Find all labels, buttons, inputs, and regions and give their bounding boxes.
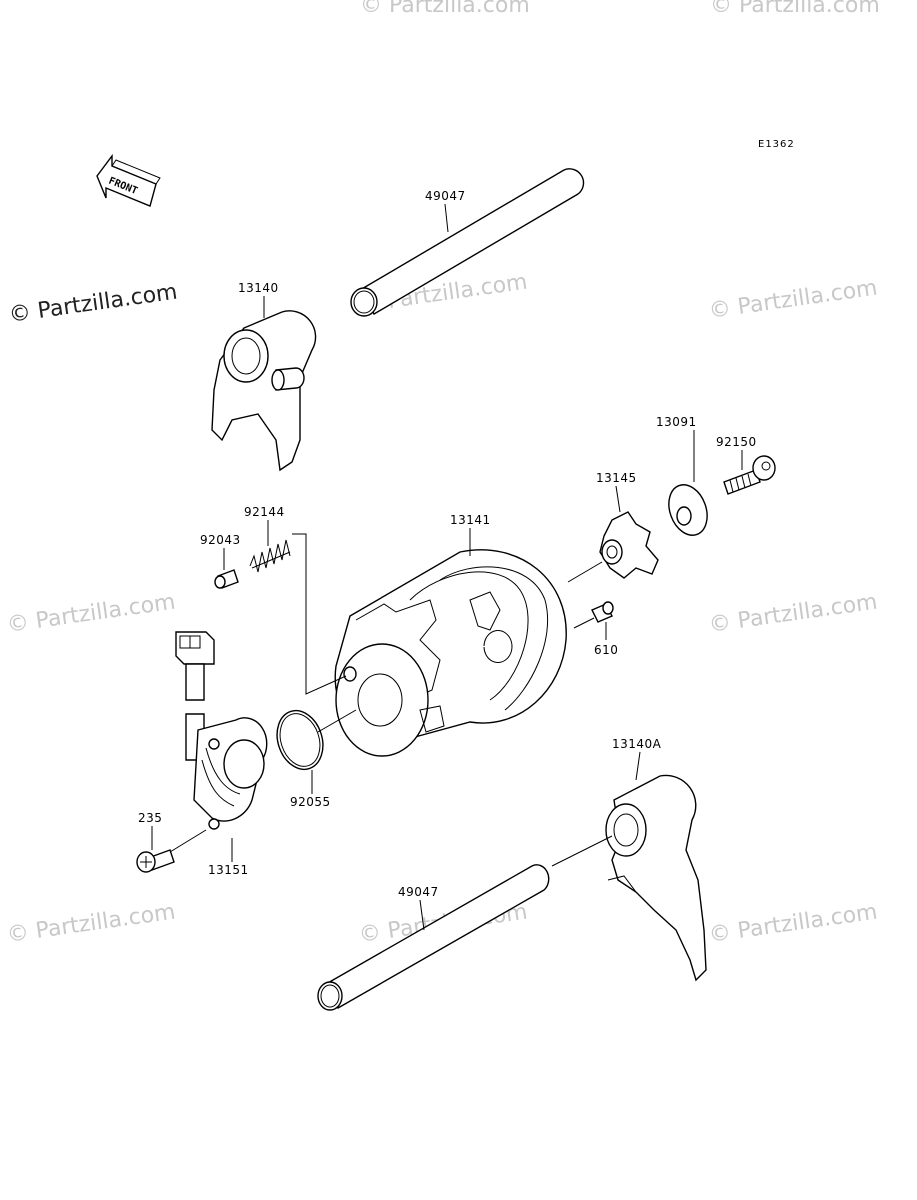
watermark-text: © Partzilla.com — [707, 590, 879, 638]
label-13140A: 13140A — [612, 737, 662, 751]
shift-rod-bottom — [317, 864, 550, 1011]
leader-line — [444, 203, 449, 233]
shift-rod-top — [350, 168, 585, 317]
leader-line — [169, 829, 207, 853]
leader-line — [292, 533, 347, 695]
neutral-switch-13151 — [175, 631, 268, 830]
leader-line — [573, 617, 595, 629]
leader-line — [635, 751, 641, 781]
label-13151: 13151 — [208, 863, 249, 877]
shift-cam-13145 — [599, 511, 659, 579]
watermark-text: © Partzilla.com — [5, 900, 177, 948]
plate-13091 — [668, 484, 708, 536]
label-92150: 92150 — [716, 435, 757, 449]
watermark-text: © Partzilla.com — [707, 276, 879, 324]
watermark-text: © Partzilla.com — [707, 900, 879, 948]
watermark-text: © Partzilla.com — [5, 590, 177, 638]
label-92144: 92144 — [244, 505, 285, 519]
label-49047-bottom: 49047 — [398, 885, 439, 899]
label-92055: 92055 — [290, 795, 331, 809]
diagram-code: E1362 — [758, 139, 795, 150]
leader-line — [317, 709, 357, 733]
watermark-text: © Partzilla.com — [710, 0, 880, 18]
pin-610 — [591, 601, 614, 623]
o-ring-92055 — [276, 709, 324, 771]
bolt-92150 — [723, 455, 776, 495]
label-610: 610 — [594, 643, 618, 657]
screw-235 — [136, 849, 175, 873]
leader-line — [567, 561, 603, 583]
spring-92144 — [249, 539, 291, 573]
label-235: 235 — [138, 811, 162, 825]
partzilla-watermark: © Partzilla.com — [7, 280, 179, 328]
label-13140: 13140 — [238, 281, 279, 295]
watermark-text: © Partzilla.com — [360, 0, 530, 18]
shift-fork-13140A — [605, 774, 707, 982]
leader-line — [551, 835, 613, 867]
label-49047-top: 49047 — [425, 189, 466, 203]
label-92043: 92043 — [200, 533, 241, 547]
leader-line — [615, 485, 621, 513]
label-13145: 13145 — [596, 471, 637, 485]
label-13091: 13091 — [656, 415, 697, 429]
leader-line — [419, 899, 425, 931]
label-13141: 13141 — [450, 513, 491, 527]
shift-fork-13140 — [211, 310, 317, 472]
pin-92043 — [214, 569, 239, 589]
front-arrow-icon: FRONT — [96, 153, 161, 207]
shift-drum-13141 — [334, 549, 567, 757]
